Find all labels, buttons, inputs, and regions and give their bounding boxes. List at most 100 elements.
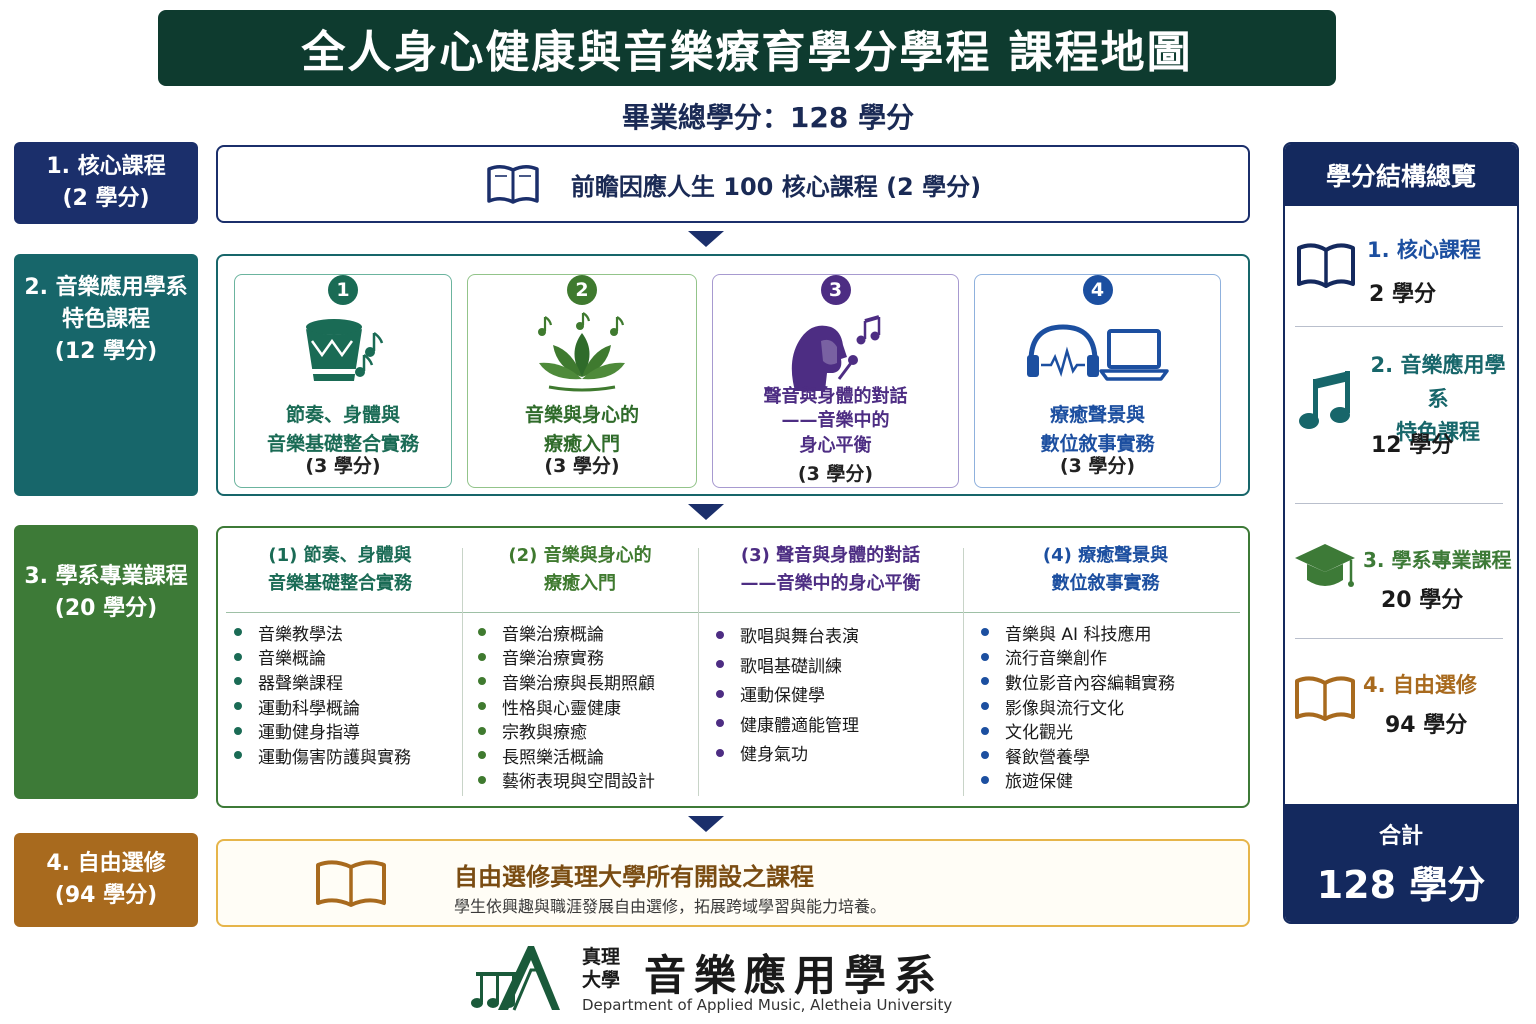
list-item: 長照樂活概論	[478, 743, 655, 768]
card-title-line1: 療癒聲景與	[1049, 404, 1145, 426]
department-column-3: (3) 聲音與身體的對話 ——音樂中的身心平衡 歌唱與舞台表演 歌唱基礎訓練 運…	[698, 528, 963, 806]
summary-item-elective: 4. 自由選修 94 學分	[1285, 639, 1517, 799]
list-item: 藝術表現與空間設計	[478, 768, 655, 792]
list-item: 流行音樂創作	[981, 645, 1175, 669]
list-item: 數位影音內容編輯實務	[981, 669, 1175, 694]
feature-card-3: 3 聲音與身體的對話 ——音樂中的 身心平衡 (3 學分)	[712, 274, 959, 488]
column-divider	[963, 548, 964, 796]
summary-credit: 12 學分	[1371, 433, 1454, 458]
list-item: 音樂治療與長期照顧	[478, 669, 655, 694]
total-value: 128 學分	[1316, 863, 1486, 907]
core-section-label: 1. 核心課程 (2 學分)	[14, 142, 198, 224]
list-item: 歌唱與舞台表演	[716, 620, 859, 650]
card-title-line1: 聲音與身體的對話	[763, 386, 908, 407]
column-head-line1: (1) 節奏、身體與	[268, 545, 412, 566]
card-title-line3: 身心平衡	[799, 434, 872, 456]
open-book-icon	[1295, 676, 1355, 721]
divider	[1295, 638, 1503, 639]
core-course-title: 前瞻因應人生 100 核心課程 (2 學分)	[570, 172, 982, 201]
department-label-line1: 3. 學系專業課程	[24, 564, 188, 589]
school-name-line1: 真理	[582, 946, 621, 968]
column-divider	[462, 548, 463, 796]
column-head-line2: 音樂基礎整合實務	[268, 572, 412, 594]
course-list: 音樂治療概論 音樂治療實務 音樂治療與長期照顧 性格與心靈健康 宗教與療癒 長照…	[478, 620, 655, 792]
summary-label: 2. 音樂應用學系	[1370, 353, 1506, 411]
summary-item-core: 1. 核心課程 2 學分	[1285, 206, 1517, 326]
list-item: 健身氣功	[716, 738, 859, 768]
core-course-box: 前瞻因應人生 100 核心課程 (2 學分)	[216, 145, 1250, 223]
summary-label: 1. 核心課程	[1367, 238, 1481, 262]
feature-card-1: 1 節奏、身體與 音樂基礎整合實務 (3 學分)	[234, 274, 452, 488]
elective-title: 自由選修真理大學所有開設之課程	[454, 863, 814, 891]
summary-credit: 20 學分	[1381, 588, 1464, 613]
lotus-icon	[468, 311, 696, 395]
list-item: 宗教與療癒	[478, 718, 655, 743]
total-label: 合計	[1378, 824, 1423, 849]
summary-item-department: 3. 學系專業課程 20 學分	[1285, 504, 1517, 637]
open-book-icon	[487, 165, 539, 204]
divider	[1295, 326, 1503, 327]
card-title-line2: ——音樂中的	[781, 410, 890, 432]
course-list: 音樂與 AI 科技應用 流行音樂創作 數位影音內容編輯實務 影像與流行文化 文化…	[981, 620, 1175, 792]
list-item: 器聲樂課程	[234, 669, 411, 694]
elective-label-line1: 4. 自由選修	[46, 851, 166, 877]
credit-summary-panel: 學分結構總覽 1. 核心課程 2 學分 2. 音樂應用學系 特色課程 12 學分	[1283, 142, 1519, 924]
column-head-line2: 療癒入門	[544, 572, 616, 594]
list-item: 音樂治療實務	[478, 645, 655, 669]
department-english-name: Department of Applied Music, Aletheia Un…	[582, 996, 953, 1014]
music-notes-logo-icon	[471, 946, 560, 1011]
feature-section-label: 2. 音樂應用學系 特色課程 (12 學分)	[14, 254, 198, 496]
music-note-icon	[1299, 371, 1350, 429]
card-number-badge: 3	[820, 275, 851, 305]
title-banner: 全人身心健康與音樂療育學分學程 課程地圖	[158, 10, 1336, 86]
feature-card-2: 2 音樂與身心的 療癒入門 (3 學分)	[467, 274, 697, 488]
feature-label-line2: 特色課程	[61, 306, 150, 332]
list-item: 運動科學概論	[234, 694, 411, 719]
divider	[226, 612, 1240, 613]
open-book-icon	[316, 860, 386, 907]
card-title-line2: 療癒入門	[543, 432, 620, 455]
card-title-line2: 數位敘事實務	[1040, 432, 1155, 455]
footer-logo: 真理 大學 音樂應用學系 Department of Applied Music…	[468, 940, 968, 1016]
list-item: 音樂與 AI 科技應用	[981, 620, 1175, 645]
feature-card-4: 4 療癒聲景與 數位敘事實務 (3 學分)	[974, 274, 1221, 488]
department-column-4: (4) 療癒聲景與 數位敘事實務 音樂與 AI 科技應用 流行音樂創作 數位影音…	[963, 528, 1248, 806]
column-head-line2: ——音樂中的身心平衡	[740, 572, 921, 594]
feature-label-line3: (12 學分)	[54, 338, 158, 364]
headphones-laptop-icon	[975, 311, 1220, 395]
department-name: 音樂應用學系	[644, 951, 945, 1000]
summary-credit: 2 學分	[1369, 282, 1436, 307]
core-label-line2: (2 學分)	[62, 186, 150, 211]
summary-label: 4. 自由選修	[1363, 673, 1477, 697]
card-title-line1: 音樂與身心的	[524, 404, 639, 426]
summary-heading: 學分結構總覽	[1285, 144, 1517, 206]
singer-icon	[713, 311, 958, 395]
course-list: 音樂教學法 音樂概論 器聲樂課程 運動科學概論 運動健身指導 運動傷害防護與實務	[234, 620, 411, 768]
department-section-label: 3. 學系專業課程 (20 學分)	[14, 525, 198, 799]
list-item: 歌唱基礎訓練	[716, 650, 859, 680]
department-column-2: (2) 音樂與身心的 療癒入門 音樂治療概論 音樂治療實務 音樂治療與長期照顧 …	[462, 528, 698, 806]
arrow-down-icon	[688, 231, 724, 247]
page-title: 全人身心健康與音樂療育學分學程 課程地圖	[301, 27, 1193, 78]
open-book-icon	[1297, 243, 1355, 288]
column-divider	[698, 548, 699, 796]
card-credit: (3 學分)	[797, 463, 874, 485]
school-name-line2: 大學	[582, 968, 621, 991]
divider	[1295, 503, 1503, 504]
list-item: 音樂治療概論	[478, 620, 655, 645]
column-head-line2: 數位敘事實務	[1051, 572, 1160, 594]
elective-course-box: 自由選修真理大學所有開設之課程 學生依興趣與職涯發展自由選修，拓展跨域學習與能力…	[216, 839, 1250, 927]
list-item: 影像與流行文化	[981, 694, 1175, 719]
column-head-line1: (4) 療癒聲景與	[1042, 545, 1169, 566]
card-title-line1: 節奏、身體與	[285, 404, 400, 426]
card-number-badge: 4	[1082, 275, 1113, 305]
department-course-box: (1) 節奏、身體與 音樂基礎整合實務 音樂教學法 音樂概論 器聲樂課程 運動科…	[216, 526, 1250, 808]
department-column-1: (1) 節奏、身體與 音樂基礎整合實務 音樂教學法 音樂概論 器聲樂課程 運動科…	[218, 528, 462, 806]
summary-label: 3. 學系專業課程	[1363, 548, 1512, 572]
list-item: 運動傷害防護與實務	[234, 743, 411, 768]
card-number-badge: 2	[567, 275, 597, 305]
elective-section-label: 4. 自由選修 (94 學分)	[14, 833, 198, 927]
list-item: 文化觀光	[981, 718, 1175, 743]
card-number-badge: 1	[328, 275, 358, 305]
list-item: 性格與心靈健康	[478, 694, 655, 719]
